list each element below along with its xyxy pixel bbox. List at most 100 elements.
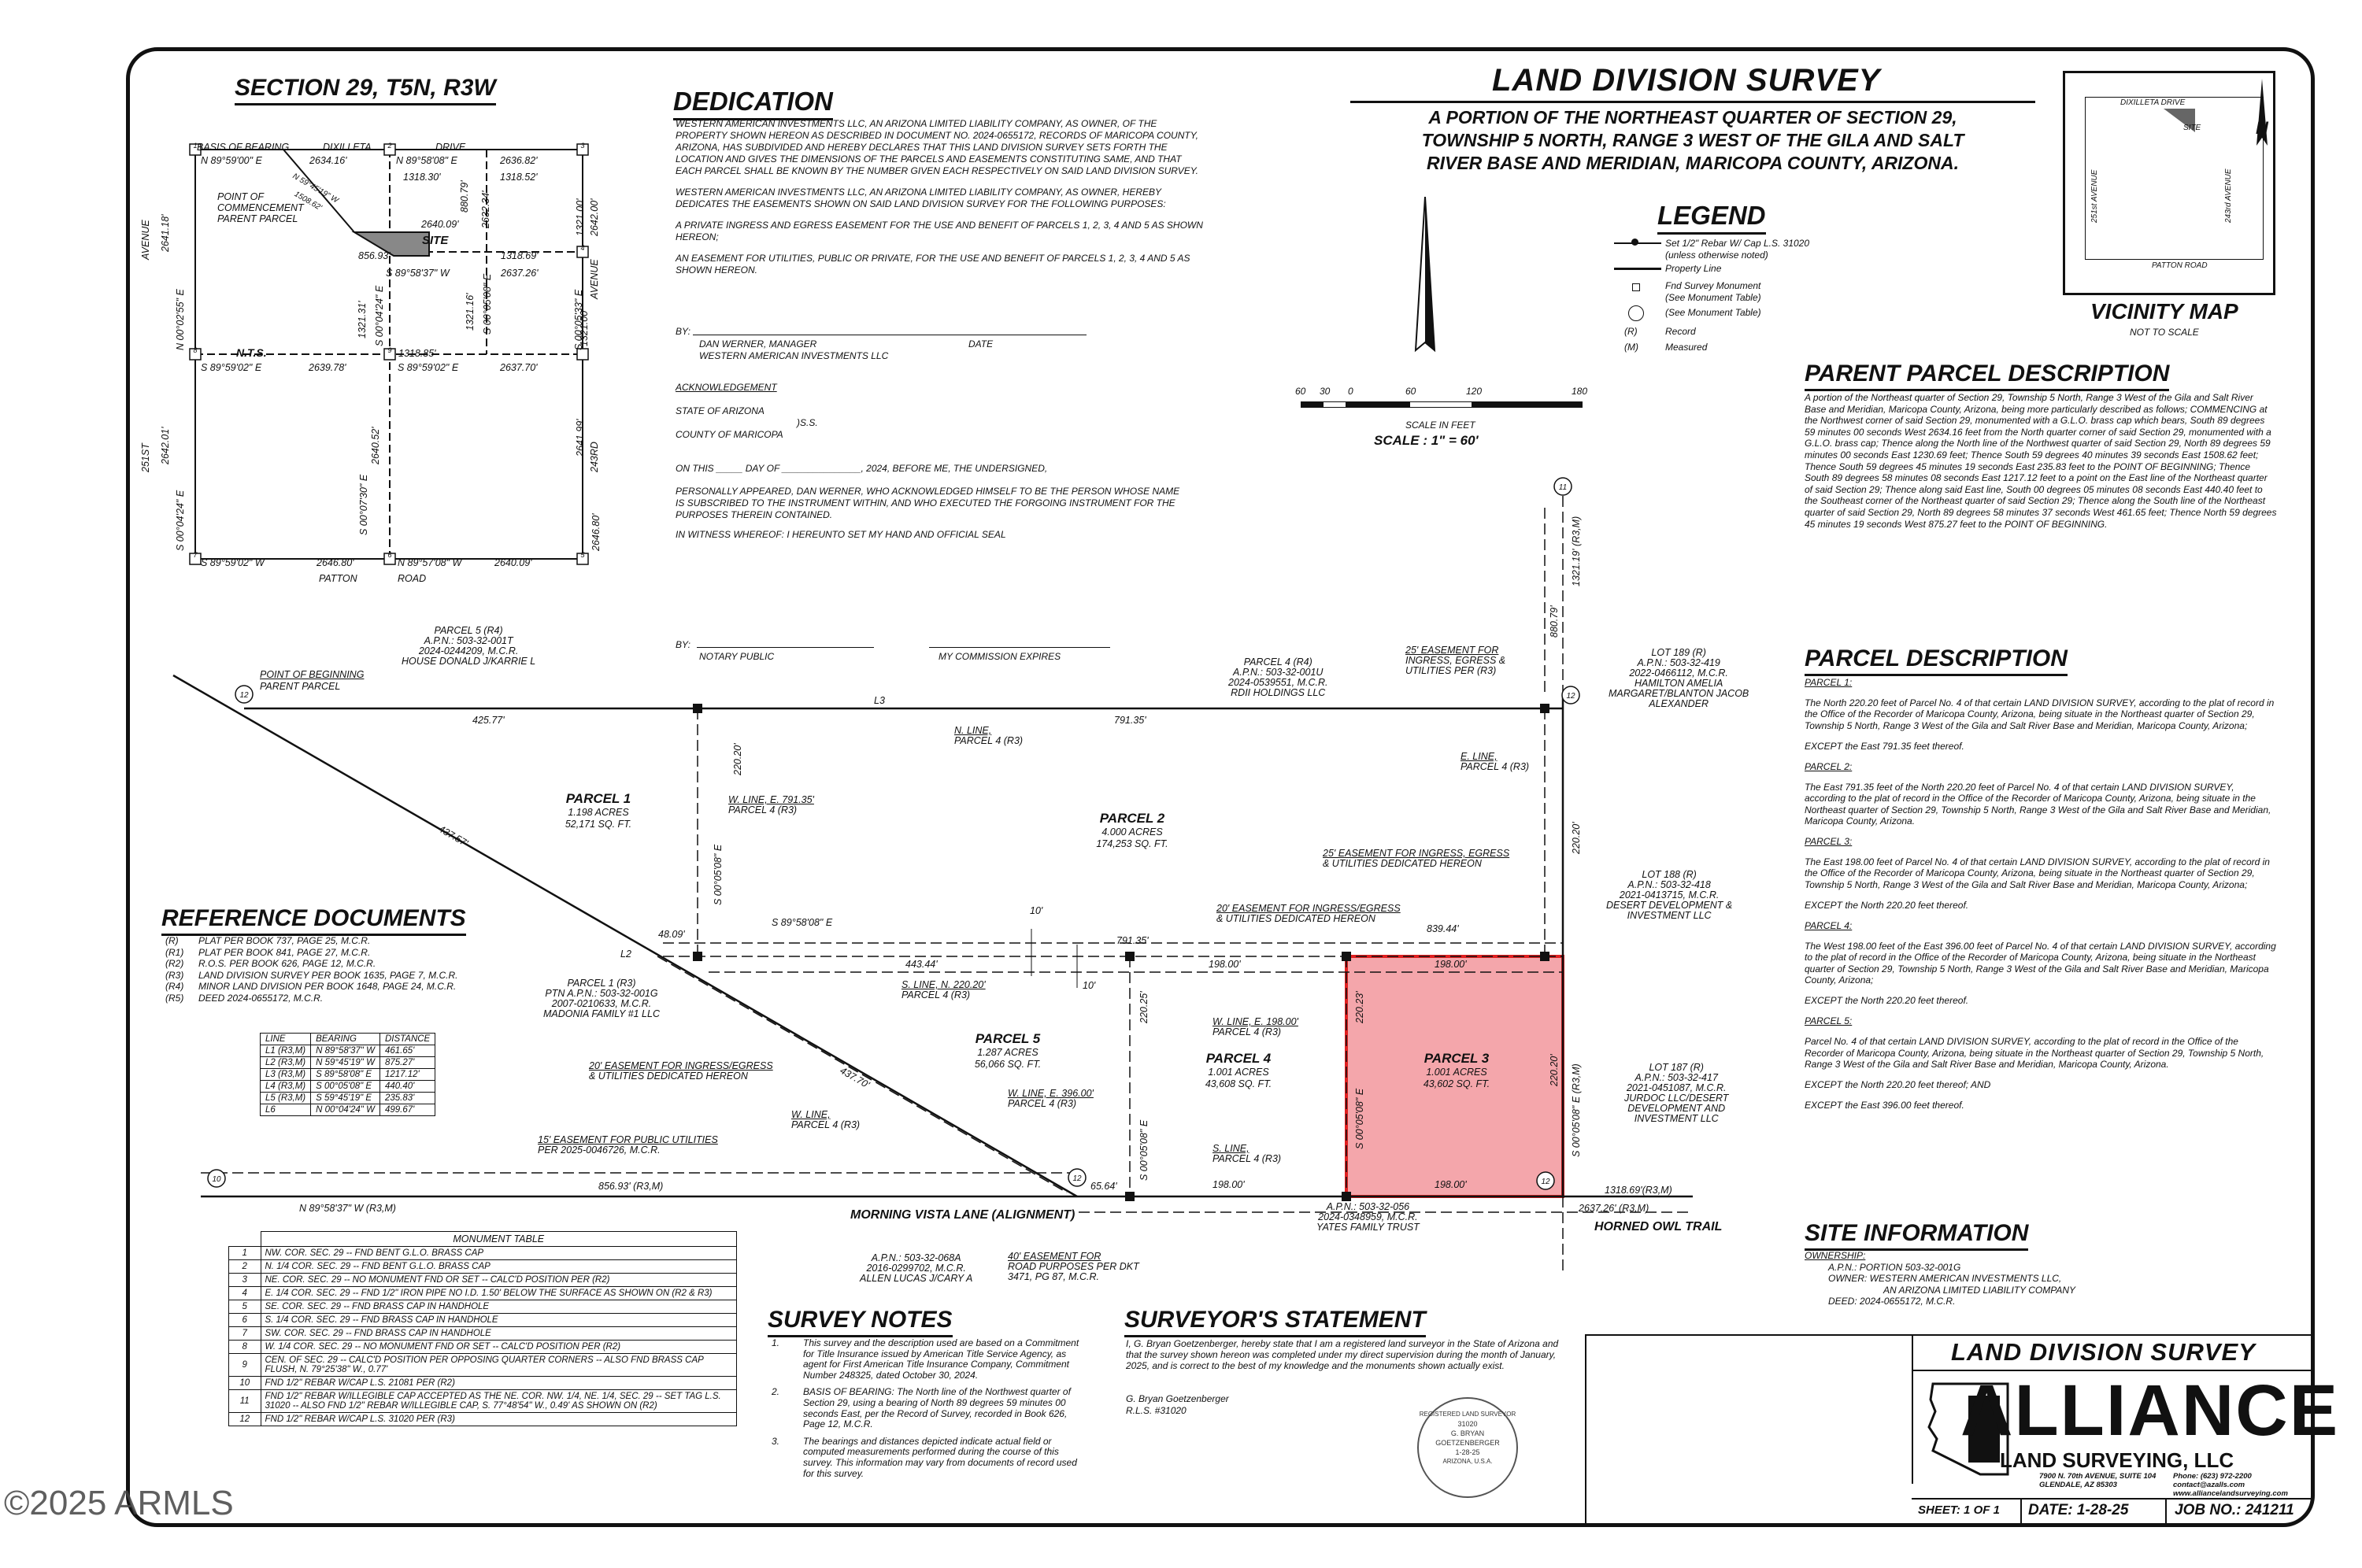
parcel-3-label: PARCEL 3: bbox=[1805, 836, 1853, 848]
street-morning-vista: MORNING VISTA LANE (ALIGNMENT) bbox=[850, 1208, 1075, 1222]
parcel-5-label: PARCEL 5: bbox=[1805, 1015, 1853, 1027]
road-drive-label: DRIVE bbox=[435, 142, 466, 153]
parcel-2-name: PARCEL 2 bbox=[1099, 811, 1165, 826]
dim-856-93: 856.93' (R3,M) bbox=[598, 1181, 664, 1192]
notary-public: NOTARY PUBLIC bbox=[699, 651, 775, 662]
notary-line bbox=[697, 647, 874, 648]
surveyor-name: G. Bryan Goetzenberger bbox=[1126, 1393, 1229, 1404]
scale-tick-60-left: 60 bbox=[1295, 386, 1306, 397]
parcel-1-label-block: PARCEL 1 1.198 ACRES 52,171 SQ. FT. bbox=[551, 791, 646, 830]
sketch-site-label: SITE bbox=[422, 234, 449, 247]
monument-number-symbol-icon bbox=[1628, 305, 1644, 321]
arizona-state-outline-icon bbox=[1927, 1382, 2009, 1476]
parcel-4-except: EXCEPT the North 220.20 feet thereof. bbox=[1805, 995, 1969, 1007]
svg-text:7: 7 bbox=[193, 551, 198, 559]
dim-425-77: 425.77' bbox=[472, 715, 505, 726]
vicinity-nts: NOT TO SCALE bbox=[2130, 327, 2199, 338]
title-block-divider bbox=[1912, 1370, 2313, 1371]
dedication-by: BY: bbox=[676, 326, 690, 337]
parcel-1-label: PARCEL 1: bbox=[1805, 677, 1853, 688]
dim-1318-69: 1318.69'(R3,M) bbox=[1605, 1185, 1672, 1196]
dedication-para-4: AN EASEMENT FOR UTILITIES, PUBLIC OR PRI… bbox=[676, 253, 1190, 276]
parcel-4-label-block: PARCEL 4 1.001 ACRES 43,608 SQ. FT. bbox=[1191, 1051, 1286, 1090]
parcel-4-name: PARCEL 4 bbox=[1205, 1051, 1272, 1066]
svg-text:10: 10 bbox=[212, 1175, 221, 1184]
bearing-s0005-east: S 00°05'08" E (R3,M) bbox=[1571, 1063, 1582, 1157]
dim-220-23: 220.23' bbox=[1354, 991, 1365, 1023]
surveyor-statement-title: SURVEYOR'S STATEMENT bbox=[1124, 1307, 1426, 1337]
parcel-2-label-block: PARCEL 2 4.000 ACRES 174,253 SQ. FT. bbox=[1085, 811, 1179, 850]
title-block-frame bbox=[1585, 1334, 2313, 1527]
dim-10-b: 10' bbox=[1083, 980, 1096, 991]
sketch-dist-2639: 2639.78' bbox=[309, 362, 346, 373]
sketch-dist-3: 1318.30' bbox=[403, 172, 441, 183]
line-id-l3: L3 bbox=[874, 695, 885, 706]
site-info-body: OWNERSHIP: A.P.N.: PORTION 503-32-001G O… bbox=[1805, 1250, 2075, 1307]
svg-text:12: 12 bbox=[1566, 692, 1575, 701]
road-road-label: ROAD bbox=[398, 573, 427, 584]
sketch-bearing-s8959-a: S 89°59'02" E bbox=[201, 362, 262, 373]
sketch-dist-856: 856.93' bbox=[358, 250, 391, 261]
job-number: JOB NO.: 241211 bbox=[2175, 1502, 2294, 1518]
sketch-dist-2637-70: 2637.70' bbox=[500, 362, 538, 373]
sketch-bearing-bottom-1: S 89°59'02" W bbox=[201, 557, 265, 568]
vicinity-road-top: DIXILLETA DRIVE bbox=[2120, 98, 2186, 107]
svg-text:5: 5 bbox=[580, 551, 585, 559]
sketch-bearing-s8959-b: S 89°59'02" E bbox=[398, 362, 459, 373]
dedication-body: WESTERN AMERICAN INVESTMENTS LLC, AN ARI… bbox=[676, 118, 1208, 286]
dim-65-64: 65.64' bbox=[1090, 1181, 1117, 1192]
site-info-title: SITE INFORMATION bbox=[1805, 1220, 2029, 1251]
bearing-s0005-p4: S 00°05'08" E bbox=[1138, 1119, 1150, 1181]
dim-198-c: 198.00' bbox=[1212, 1179, 1245, 1190]
legend-item-rebar-note: (unless otherwise noted) bbox=[1665, 250, 1768, 261]
parcel-5-except-2: EXCEPT the East 396.00 feet thereof. bbox=[1805, 1100, 1964, 1111]
nline-parcel-4: N. LINE,PARCEL 4 (R3) bbox=[954, 725, 1024, 746]
vicinity-road-bottom: PATTON ROAD bbox=[2152, 261, 2208, 270]
wline-791: W. LINE, E. 791.35'PARCEL 4 (R3) bbox=[728, 794, 814, 815]
parcel-description-title: PARCEL DESCRIPTION bbox=[1805, 645, 2068, 676]
scale-tick-180: 180 bbox=[1572, 386, 1588, 397]
scale-tick-0: 0 bbox=[1348, 386, 1353, 397]
line-id-l2: L2 bbox=[620, 949, 631, 960]
site-info-owner-2: AN ARIZONA LIMITED LIABILITY COMPANY bbox=[1883, 1284, 2076, 1296]
parcel-3-name: PARCEL 3 bbox=[1423, 1051, 1490, 1066]
monument-11-icon bbox=[1553, 477, 1572, 496]
title-block-logo-frame bbox=[1912, 1334, 2313, 1484]
sketch-bearing-s8958: S 89°58'37" W bbox=[386, 268, 450, 279]
legend-item-record: Record bbox=[1665, 326, 1696, 337]
parcel-description-body: PARCEL 1: The North 220.20 feet of Parce… bbox=[1805, 677, 2277, 1111]
sketch-dist-2637: 2637.26' bbox=[501, 268, 539, 279]
vicinity-north-label: N bbox=[2256, 118, 2268, 138]
dedication-signer: DAN WERNER, MANAGER bbox=[699, 338, 817, 349]
svg-text:12: 12 bbox=[239, 691, 249, 700]
parcel-3-except: EXCEPT the North 220.20 feet thereof. bbox=[1805, 899, 1969, 911]
parcel-3-text: The East 198.00 feet of Parcel No. 4 of … bbox=[1805, 856, 2270, 890]
commission-line bbox=[929, 647, 1110, 648]
parcel-3-highlight bbox=[1345, 955, 1564, 1198]
sketch-l3: 2640.09' bbox=[421, 219, 459, 230]
monument-10-icon bbox=[207, 1169, 226, 1188]
dim-791-35-top: 791.35' bbox=[1114, 715, 1146, 726]
parcel-4-label: PARCEL 4: bbox=[1805, 920, 1853, 932]
wline-396: W. LINE, E. 396.00'PARCEL 4 (R3) bbox=[1008, 1088, 1094, 1109]
site-info-owner: OWNER: WESTERN AMERICAN INVESTMENTS LLC, bbox=[1828, 1273, 2062, 1284]
dim-791-35-mid: 791.35' bbox=[1116, 935, 1149, 946]
dedication-signer-company: WESTERN AMERICAN INVESTMENTS LLC bbox=[699, 350, 889, 361]
sline-220-20: S. LINE, N. 220.20'PARCEL 4 (R3) bbox=[901, 979, 986, 1000]
legend-item-monument: Fnd Survey Monument bbox=[1665, 280, 1761, 291]
reference-docs-title: REFERENCE DOCUMENTS bbox=[161, 905, 466, 936]
site-info-deed: DEED: 2024-0655172, M.C.R. bbox=[1828, 1296, 1956, 1307]
